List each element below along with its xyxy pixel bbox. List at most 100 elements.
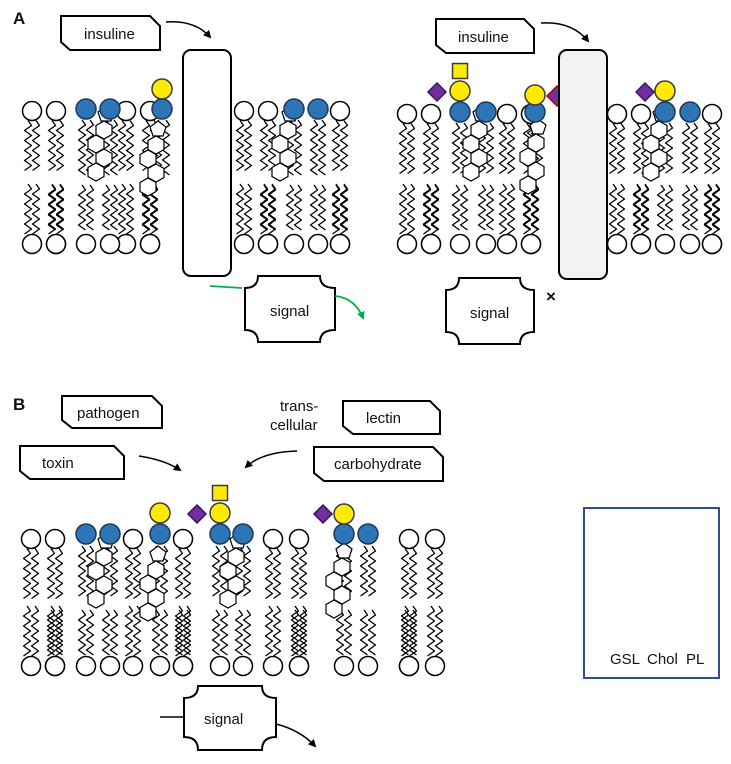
glucose [99,523,121,545]
phospholipid [122,528,144,677]
glucose [357,523,379,545]
phospholipid [44,609,66,677]
phospholipid [701,103,723,255]
sialic-acid [186,503,208,525]
legend-pl: PL [686,651,704,668]
phospholipid [45,100,67,255]
phospholipid [21,100,43,255]
arrow-insuline-a-left [165,21,212,39]
glucose [99,98,121,120]
phospholipid [209,609,231,677]
glucose [151,98,173,120]
glucose [232,523,254,545]
phospholipid [45,184,67,255]
phospholipid [630,184,652,255]
toxin-label: toxin [42,455,74,472]
galactose [449,80,471,102]
glucose [449,101,471,123]
blocked-signal-mark: × [546,287,556,306]
arrow-toxin [138,455,182,472]
glycosphingolipid-tail [309,119,327,176]
phospholipid [424,528,446,677]
glucose [307,98,329,120]
phospholipid [257,184,279,255]
phospholipid [420,184,442,255]
phospholipid [288,609,310,677]
phospholipid [329,184,351,255]
carbohydrate-box: carbohydrate [313,446,444,482]
galactose [333,503,355,525]
phospholipid [398,609,420,677]
galactose [654,80,676,102]
pathogen-label: pathogen [77,405,140,422]
carbohydrate-label: carbohydrate [334,456,422,473]
glucose [75,98,97,120]
phospholipid [357,609,379,677]
signal-label-a-right: signal [470,305,509,322]
glucose [654,101,676,123]
phospholipid [496,103,518,255]
phospholipid [232,609,254,677]
glucose [333,523,355,545]
insuline-box-a-right: insuline [435,18,535,54]
receptor-a-left [182,49,232,277]
sialic-acid [312,503,334,525]
phospholipid [654,184,676,255]
n-acetylgalactosamine [211,484,229,502]
phospholipid [262,528,284,677]
signal-label-a-left: signal [270,303,309,320]
phospholipid [449,184,471,255]
signal-box-a-left: signal [244,275,336,343]
n-acetylgalactosamine [451,62,469,80]
phospholipid [233,100,255,255]
galactose [149,502,171,524]
signal-box-a-right: signal [445,277,535,345]
cholesterol [139,545,167,622]
phospholipid [99,609,121,677]
phospholipid [20,528,42,677]
signal-out-arrow-a-left [334,295,365,320]
phospholipid [679,184,701,255]
glucose [475,101,497,123]
legend-box [583,507,720,679]
glucose [149,523,171,545]
phospholipid [115,100,137,255]
phospholipid [75,609,97,677]
phospholipid [75,184,97,255]
signal-out-arrow-b [275,723,317,748]
insuline-label-a-left: insuline [84,26,135,43]
phospholipid [701,184,723,255]
legend-gsl: GSL [610,651,640,668]
toxin-box: toxin [19,445,125,480]
phospholipid [149,609,171,677]
cholesterol [271,105,299,182]
sialic-acid [426,81,448,103]
glucose [283,98,305,120]
cholesterol [139,120,167,197]
transcellular-label-2: cellular [270,417,318,434]
phospholipid [475,184,497,255]
phospholipid [283,184,305,255]
galactose [151,78,173,100]
transcellular-label-1: trans- [280,398,318,415]
arrow-carbohydrate [244,450,298,469]
phospholipid [606,103,628,255]
lipid-bilayers [20,100,723,677]
signal-label-b: signal [204,711,243,728]
phospholipid [420,103,442,255]
cholesterol [325,542,353,619]
legend-chol: Chol [647,651,678,668]
arrow-insuline-a-right [540,22,590,43]
glycosphingolipid-tail [681,122,699,174]
galactose [524,84,546,106]
glucose [679,101,701,123]
phospholipid [329,100,351,255]
lectin-box: lectin [342,400,441,435]
cholesterol [519,118,547,195]
glycosphingolipid-tail [359,545,377,597]
signal-box-b: signal [183,685,277,751]
phospholipid [396,103,418,255]
galactose [209,502,231,524]
insuline-box-a-left: insuline [60,15,161,51]
